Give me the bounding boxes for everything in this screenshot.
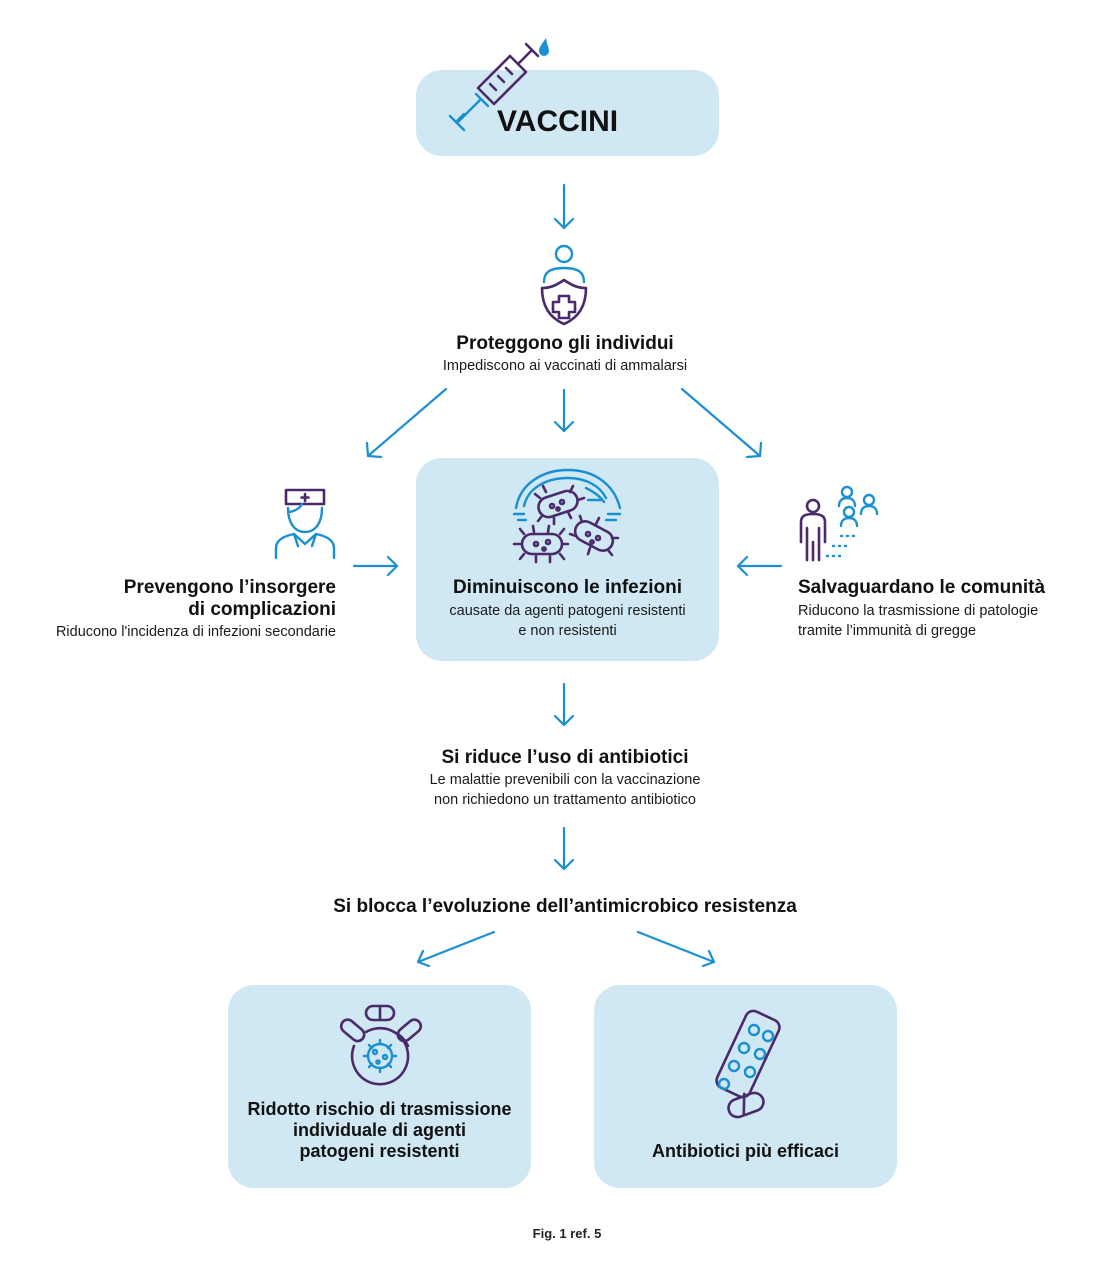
pathogen-pills-icon bbox=[339, 1004, 423, 1086]
individui-title: Proteggono gli individui bbox=[456, 333, 674, 354]
arrow-down-right-2 bbox=[636, 930, 716, 968]
complicazioni-subtitle: Riducono l'incidenza di infezioni second… bbox=[55, 624, 336, 640]
vaccini-title: VACCINI bbox=[497, 105, 619, 138]
infezioni-title: Diminuiscono le infezioni bbox=[452, 577, 683, 598]
person-shield-icon bbox=[540, 244, 588, 326]
infezioni-subtitle-2: e non resistenti bbox=[518, 623, 617, 639]
complicazioni-title-1: Prevengono l’insorgere bbox=[123, 577, 336, 598]
figure-caption: Fig. 1 ref. 5 bbox=[532, 1226, 602, 1241]
antibiotici-uso-subtitle-2: non richiedono un trattamento antibiotic… bbox=[434, 792, 696, 808]
arrow-down-right bbox=[680, 387, 763, 459]
nurse-icon bbox=[274, 488, 336, 560]
bacteria-icon bbox=[512, 468, 622, 564]
antibiotici-uso-subtitle-1: Le malattie prevenibili con la vaccinazi… bbox=[429, 772, 701, 788]
arrow-right-to-center bbox=[352, 555, 399, 577]
arrow-left-to-center bbox=[736, 555, 783, 577]
rischio-line-2: individuale di agenti bbox=[292, 1120, 467, 1140]
rischio-line-3: patogeni resistenti bbox=[299, 1141, 460, 1161]
individui-subtitle: Impediscono ai vaccinati di ammalarsi bbox=[442, 358, 688, 374]
blocco-title: Si blocca l’evoluzione dell’antimicrobic… bbox=[333, 896, 797, 917]
arrow-down-1 bbox=[553, 183, 575, 230]
arrow-down-center bbox=[553, 388, 575, 433]
pill-blister-icon bbox=[715, 1009, 781, 1119]
arrow-down-left bbox=[365, 387, 448, 459]
efficaci-title: Antibiotici più efficaci bbox=[651, 1141, 839, 1161]
arrow-down-3 bbox=[553, 826, 575, 871]
rischio-line-1: Ridotto rischio di trasmissione bbox=[247, 1099, 512, 1119]
antibiotici-uso-title: Si riduce l’uso di antibiotici bbox=[441, 747, 689, 768]
complicazioni-title-2: di complicazioni bbox=[188, 599, 336, 620]
comunita-subtitle-2: tramite l’immunità di gregge bbox=[798, 623, 977, 639]
infezioni-subtitle-1: causate da agenti patogeni resistenti bbox=[449, 603, 686, 619]
syringe-icon bbox=[448, 38, 549, 132]
community-icon bbox=[799, 485, 879, 562]
comunita-title: Salvaguardano le comunità bbox=[798, 577, 1046, 598]
arrow-down-2 bbox=[553, 682, 575, 727]
arrow-down-left-2 bbox=[416, 930, 496, 968]
comunita-subtitle-1: Riducono la trasmissione di patologie bbox=[798, 603, 1039, 619]
